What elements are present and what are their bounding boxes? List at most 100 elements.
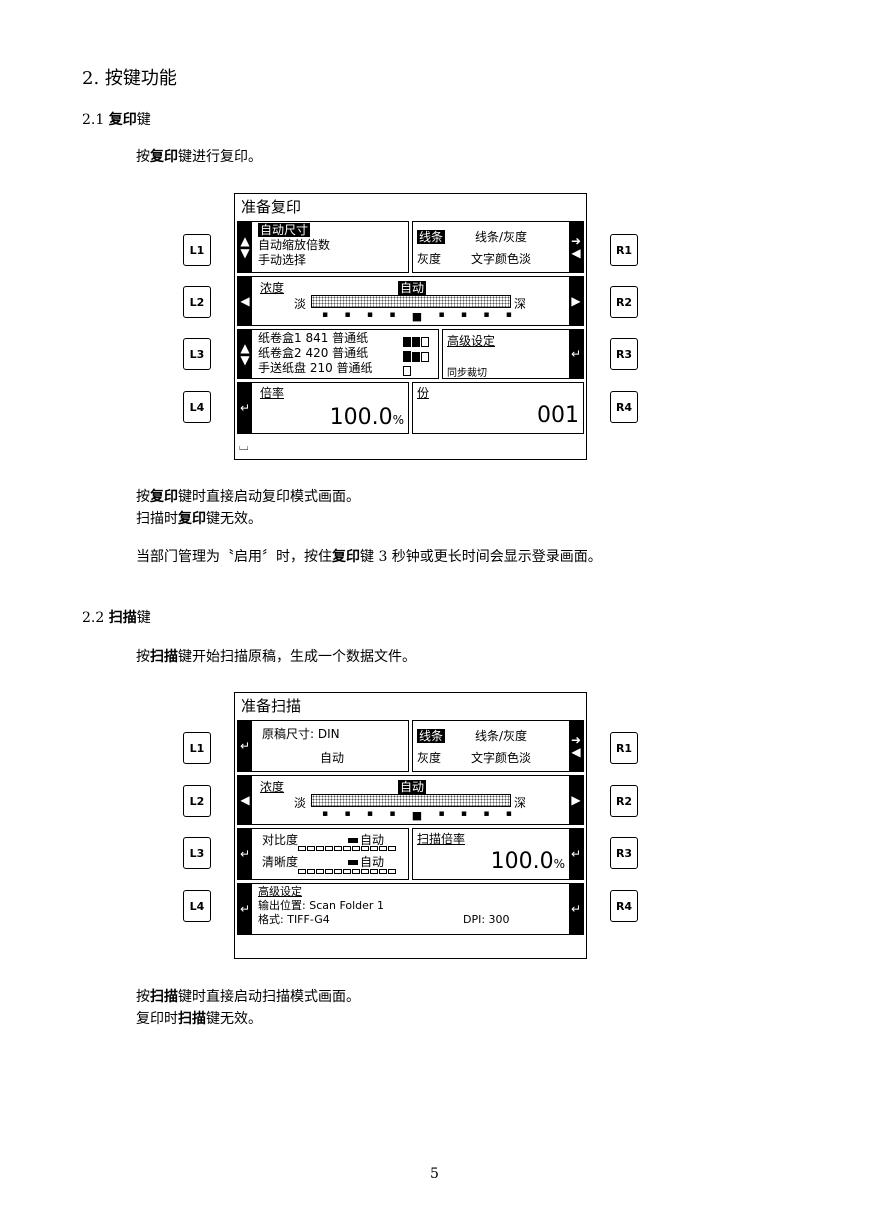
up-down-arrows-icon[interactable]: ▲▼: [238, 222, 252, 272]
text: 扫描时: [136, 511, 178, 527]
side-key-r3[interactable]: R3: [610, 837, 638, 869]
right-left-arrows-icon[interactable]: ➜◀: [569, 222, 583, 272]
density-pane[interactable]: ◀ ▶ 浓度 自动 淡 深 ▪▪▪▪■▪▪▪▪: [237, 276, 584, 326]
text: 键 3 秒钟或更长时间会显示登录画面。: [360, 549, 602, 565]
side-key-l1[interactable]: L1: [183, 234, 211, 266]
tray-pane[interactable]: ▲▼ 纸卷盒1 841 普通纸 纸卷盒2 420 普通纸 手送纸盘 210 普通…: [237, 329, 439, 379]
right-arrow-icon[interactable]: ▶: [569, 277, 583, 325]
mode-pane[interactable]: 线条 线条/灰度 灰度 文字颜色淡 ➜◀: [412, 720, 584, 772]
text: 复印时: [136, 1011, 178, 1027]
heading-number: 2.1: [82, 112, 109, 128]
copy-note-2: 扫描时复印键无效。: [136, 509, 262, 529]
mode-label: 灰度: [417, 751, 442, 765]
scan-ratio-label: 扫描倍率: [417, 832, 466, 846]
text: 按: [136, 149, 150, 165]
mode-label-selected: 线条: [417, 230, 446, 244]
side-key-r2[interactable]: R2: [610, 286, 638, 318]
heading-suffix: 键: [136, 610, 151, 626]
size-item[interactable]: 手动选择: [258, 253, 307, 267]
light-label: 淡: [294, 297, 307, 311]
side-key-r4[interactable]: R4: [610, 391, 638, 423]
right-arrow-icon[interactable]: ▶: [569, 776, 583, 824]
density-pane[interactable]: ◀ ▶ 浓度 自动 淡 深 ▪▪▪▪■▪▪▪▪: [237, 775, 584, 825]
density-slider[interactable]: [311, 794, 511, 807]
ratio-pane[interactable]: ↵ 倍率 100.0%: [237, 382, 409, 434]
density-label: 浓度: [260, 780, 285, 794]
key-name: 复印: [178, 511, 206, 527]
scan-note-2: 复印时扫描键无效。: [136, 1009, 262, 1029]
enter-icon[interactable]: ↵: [569, 884, 583, 934]
contrast-label: 对比度: [262, 833, 299, 847]
size-item[interactable]: 自动缩放倍数: [258, 238, 331, 252]
contrast-pane[interactable]: ↵ 对比度 自动 清晰度 自动: [237, 828, 409, 880]
mode-value: 文字颜色淡: [471, 751, 532, 765]
mode-label-selected: 线条: [417, 729, 446, 743]
side-key-l3[interactable]: L3: [183, 338, 211, 370]
side-key-l3[interactable]: L3: [183, 837, 211, 869]
enter-icon[interactable]: ↵: [238, 383, 252, 433]
enter-icon[interactable]: ↵: [238, 721, 252, 771]
enter-icon[interactable]: ↵: [238, 884, 252, 934]
tray-item[interactable]: 手送纸盘 210 普通纸: [258, 361, 373, 375]
output-label: 输出位置:: [258, 899, 306, 912]
key-name: 扫描: [178, 1011, 206, 1027]
side-key-r1[interactable]: R1: [610, 732, 638, 764]
side-key-r4[interactable]: R4: [610, 890, 638, 922]
advanced-pane[interactable]: 高级设定 同步裁切 ↵: [442, 329, 584, 379]
text: 键时直接启动扫描模式画面。: [178, 989, 360, 1005]
contrast-scale: [298, 846, 397, 851]
density-scale: ▪▪▪▪■▪▪▪▪: [322, 809, 512, 822]
sync-cut-label: 同步裁切: [447, 368, 487, 379]
size-item-selected[interactable]: 自动尺寸: [258, 223, 311, 237]
side-key-l2[interactable]: L2: [183, 785, 211, 817]
scan-heading: 2.2 扫描键: [82, 607, 151, 627]
scan-advanced-pane[interactable]: ↵ ↵ 高级设定 输出位置: Scan Folder 1 格式: TIFF-G4…: [237, 883, 584, 935]
section-title: 2. 按键功能: [82, 68, 177, 89]
side-key-r3[interactable]: R3: [610, 338, 638, 370]
key-name: 扫描: [150, 649, 178, 665]
scan-intro: 按扫描键开始扫描原稿，生成一个数据文件。: [136, 647, 416, 667]
scan-note-1: 按扫描键时直接启动扫描模式画面。: [136, 987, 360, 1007]
side-key-l4[interactable]: L4: [183, 890, 211, 922]
key-name: 复印: [150, 149, 178, 165]
key-name: 复印: [332, 549, 360, 565]
density-label: 浓度: [260, 281, 285, 295]
left-arrow-icon[interactable]: ◀: [238, 776, 252, 824]
copy-note-1: 按复印键时直接启动复印模式画面。: [136, 487, 360, 507]
size-pane[interactable]: ▲▼ 自动尺寸 自动缩放倍数 手动选择: [237, 221, 409, 273]
side-key-r1[interactable]: R1: [610, 234, 638, 266]
side-key-r2[interactable]: R2: [610, 785, 638, 817]
light-label: 淡: [294, 796, 307, 810]
density-mode: 自动: [398, 780, 427, 794]
tray-item[interactable]: 纸卷盒1 841 普通纸: [258, 331, 369, 345]
mode-pane[interactable]: 线条 线条/灰度 灰度 文字颜色淡 ➜◀: [412, 221, 584, 273]
scan-ratio-pane[interactable]: 扫描倍率 100.0% ↵: [412, 828, 584, 880]
enter-icon[interactable]: ↵: [569, 330, 583, 378]
ratio-value: 100.0: [329, 405, 393, 430]
scan-lcd-screen: 准备扫描 ↵ 原稿尺寸: DIN 自动 线条 线条/灰度 灰度 文字颜色淡 ➜◀…: [234, 692, 587, 959]
density-slider[interactable]: [311, 295, 511, 308]
mode-value: 文字颜色淡: [471, 252, 532, 266]
copy-note-3: 当部门管理为〝启用〞时，按住复印键 3 秒钟或更长时间会显示登录画面。: [136, 547, 602, 567]
text: 当部门管理为〝启用〞时，按住: [136, 549, 332, 565]
right-left-arrows-icon[interactable]: ➜◀: [569, 721, 583, 771]
copy-intro: 按复印键进行复印。: [136, 147, 262, 167]
ratio-label: 倍率: [260, 386, 285, 400]
advanced-label: 高级设定: [258, 885, 302, 898]
side-key-l1[interactable]: L1: [183, 732, 211, 764]
key-name: 复印: [150, 489, 178, 505]
enter-icon[interactable]: ↵: [569, 829, 583, 879]
text: 按: [136, 989, 150, 1005]
left-arrow-icon[interactable]: ◀: [238, 277, 252, 325]
enter-icon[interactable]: ↵: [238, 829, 252, 879]
up-down-arrows-icon[interactable]: ▲▼: [238, 330, 252, 378]
copies-pane[interactable]: 份 001: [412, 382, 584, 434]
heading-suffix: 键: [136, 112, 151, 128]
side-key-l4[interactable]: L4: [183, 391, 211, 423]
text: 按: [136, 649, 150, 665]
side-key-l2[interactable]: L2: [183, 286, 211, 318]
dark-label: 深: [514, 297, 527, 311]
text: 键无效。: [206, 1011, 262, 1027]
tray-item[interactable]: 纸卷盒2 420 普通纸: [258, 346, 369, 360]
original-size-pane[interactable]: ↵ 原稿尺寸: DIN 自动: [237, 720, 409, 772]
